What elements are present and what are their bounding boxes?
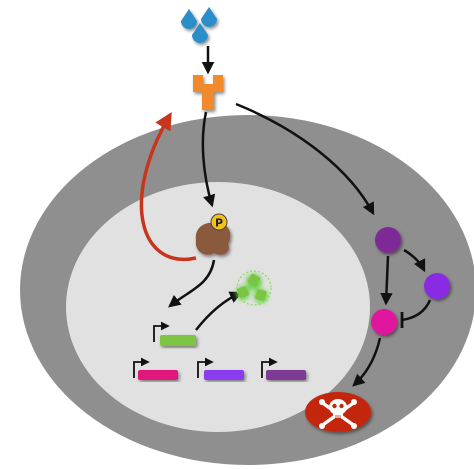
arrow-receptor-to-kinase [201, 111, 216, 208]
phosphate-badge-icon: P [210, 213, 228, 231]
secreted-protein-cluster-icon [236, 270, 272, 306]
receptor-icon [193, 75, 223, 110]
arrow-gene-to-protein [195, 291, 243, 331]
ligand-cluster-icon [181, 7, 217, 43]
gene-magenta [133, 357, 178, 380]
node-purple-dark [375, 227, 401, 253]
arrow-kinase-to-gene [168, 259, 216, 308]
gene-purple [261, 357, 306, 380]
phospho-letter: P [215, 217, 223, 230]
skull-crossbones-icon [305, 392, 371, 432]
gene-violet [197, 357, 244, 380]
arrow-node-dark-to-magenta [380, 255, 393, 306]
arrow-node-dark-to-violet [403, 248, 426, 273]
node-magenta [371, 309, 397, 335]
kinase-icon [195, 222, 231, 255]
node-violet [424, 273, 450, 299]
feedback-arrow [139, 111, 197, 262]
arrow-receptor-to-node [235, 102, 375, 216]
inhibition-violet-to-magenta [400, 299, 432, 328]
gene-green [153, 321, 196, 346]
arrow-node-to-death [352, 337, 382, 387]
